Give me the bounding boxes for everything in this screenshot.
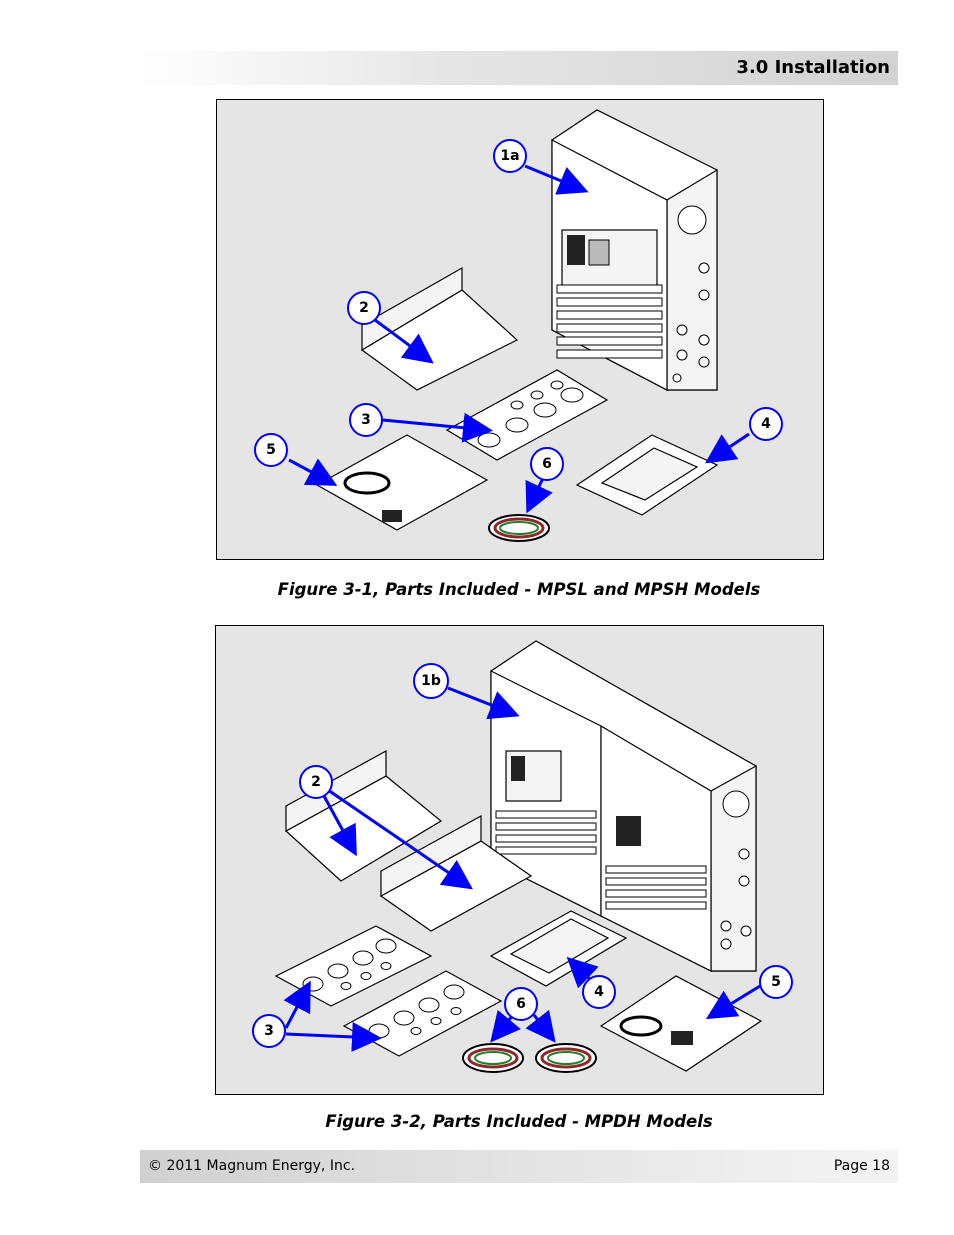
callout-6: 6 [530, 447, 564, 481]
callout-1a: 1a [493, 139, 527, 173]
svg-text:6: 6 [542, 456, 552, 472]
top-cover-frame [575, 434, 719, 516]
svg-text:6: 6 [516, 996, 526, 1012]
figure-3-1: 1a 2 3 4 5 6 [216, 99, 824, 560]
callout-5: 5 [254, 433, 288, 467]
svg-text:5: 5 [266, 442, 276, 458]
dual-enclosure-panel [490, 640, 757, 972]
callout-5: 5 [759, 965, 793, 999]
figure-3-2: 1b 2 3 4 5 6 [215, 625, 824, 1095]
callout-4: 4 [749, 407, 783, 441]
conduit-plate-1 [274, 925, 433, 1007]
callout-3: 3 [349, 403, 383, 437]
page-number: Page 18 [833, 1158, 890, 1174]
callout-4: 4 [582, 975, 616, 1009]
section-title: 3.0 Installation [736, 57, 890, 78]
callout-2: 2 [299, 765, 333, 799]
figure-3-2-caption: Figure 3-2, Parts Included - MPDH Models [325, 1112, 713, 1131]
figure-3-1-caption: Figure 3-1, Parts Included - MPSL and MP… [277, 580, 761, 599]
ring-gasket-2 [535, 1043, 597, 1073]
svg-text:2: 2 [311, 774, 321, 790]
figure-3-1-illustration: 1a 2 3 4 5 6 [254, 109, 783, 542]
figure-3-2-illustration: 1b 2 3 4 5 6 [252, 640, 793, 1073]
conduit-plate [445, 369, 609, 461]
svg-text:3: 3 [361, 412, 371, 428]
svg-text:4: 4 [594, 984, 604, 1000]
section-header: 3.0 Installation [140, 51, 898, 85]
svg-text:1a: 1a [500, 148, 519, 164]
svg-text:1b: 1b [421, 673, 441, 689]
callout-2: 2 [347, 291, 381, 325]
enclosure-panel [551, 109, 718, 391]
top-cover-frame [489, 910, 628, 987]
callout-6: 6 [504, 987, 538, 1021]
callout-3: 3 [252, 1014, 286, 1048]
cover-plate-with-coil [315, 434, 489, 531]
svg-text:4: 4 [761, 416, 771, 432]
ring-gasket [488, 514, 550, 542]
svg-text:2: 2 [359, 300, 369, 316]
svg-text:3: 3 [264, 1023, 274, 1039]
mounting-bracket-1 [284, 749, 443, 882]
svg-text:5: 5 [771, 974, 781, 990]
conduit-plate-2 [342, 970, 503, 1057]
ring-gasket-1 [462, 1043, 524, 1073]
copyright-text: © 2011 Magnum Energy, Inc. [148, 1158, 355, 1174]
cover-plate-with-coil [599, 975, 763, 1072]
page-footer: © 2011 Magnum Energy, Inc. Page 18 [140, 1150, 898, 1183]
callout-1b: 1b [413, 663, 449, 699]
